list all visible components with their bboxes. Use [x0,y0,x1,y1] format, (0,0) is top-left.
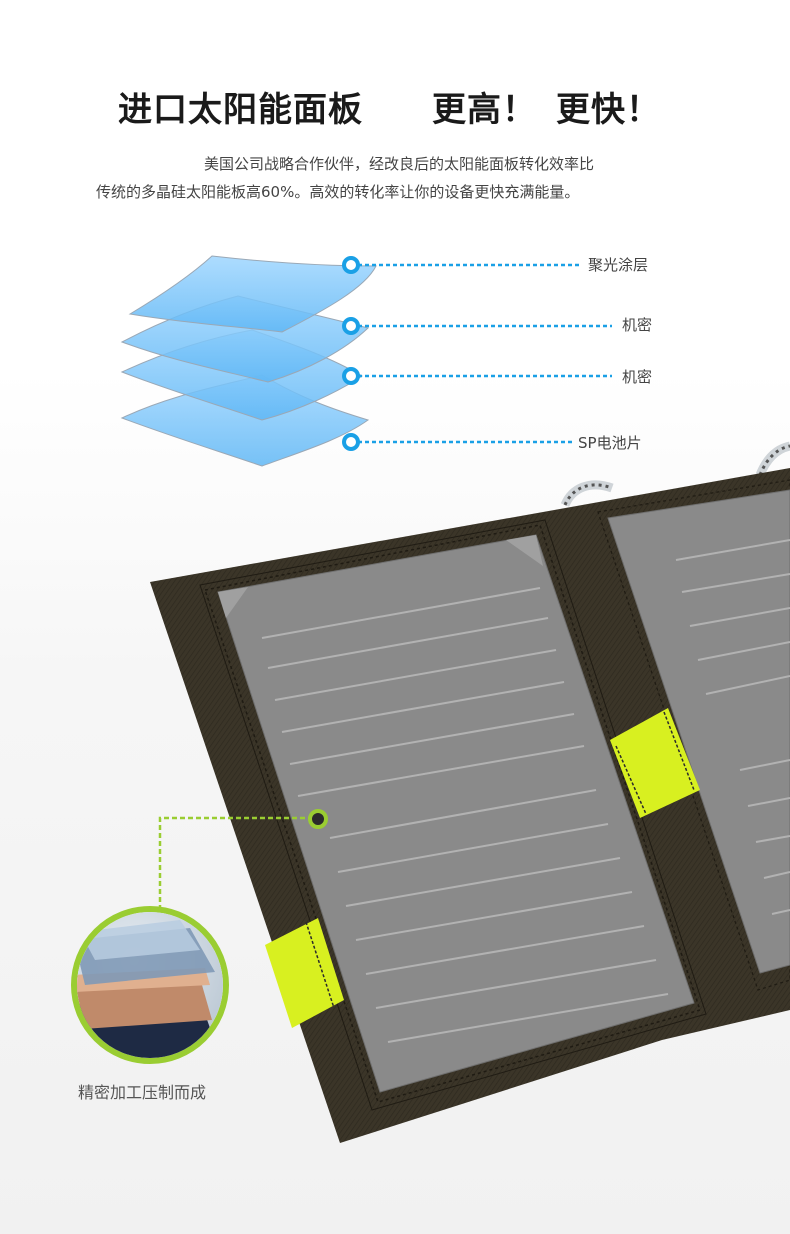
layer-label-coating: 聚光涂层 [588,256,649,274]
layer-label-secret-1: 机密 [622,316,653,334]
layer-marker-4 [342,433,360,451]
cell-gridlines [261,539,790,1043]
zoom-caption: 精密加工压制而成 [78,1083,207,1102]
solar-cell-left [217,534,695,1093]
solar-panel [150,468,790,1143]
headline-higher: 更高！ [432,90,537,130]
zoom-circle [71,906,229,1064]
layer-marker-2 [342,317,360,335]
layer-label-secret-2: 机密 [622,368,653,386]
headline-main: 进口太阳能面板 [118,90,363,130]
headline: 进口太阳能面板 更高！ 更快！ [0,82,790,132]
intro-line-2: 传统的多晶硅太阳能板高60%。高效的转化率让你的设备更快充满能量。 [96,183,580,201]
intro-line-1: 美国公司战略合作伙伴，经改良后的太阳能面板转化效率比 [204,155,595,173]
layer-marker-1 [342,256,360,274]
layer-marker-3 [342,367,360,385]
yellow-strap-center [610,708,700,818]
yellow-strap-left [265,918,344,1028]
layer-stack [120,255,377,467]
callout-leader [158,809,328,910]
layer-leaders [342,256,612,451]
solar-cell-right [607,489,790,974]
intro-paragraph: 美国公司战略合作伙伴，经改良后的太阳能面板转化效率比 传统的多晶硅太阳能板高60… [96,150,696,206]
callout-marker [308,809,328,829]
layer-label-cell: SP电池片 [578,434,642,452]
headline-faster: 更快！ [556,90,661,130]
